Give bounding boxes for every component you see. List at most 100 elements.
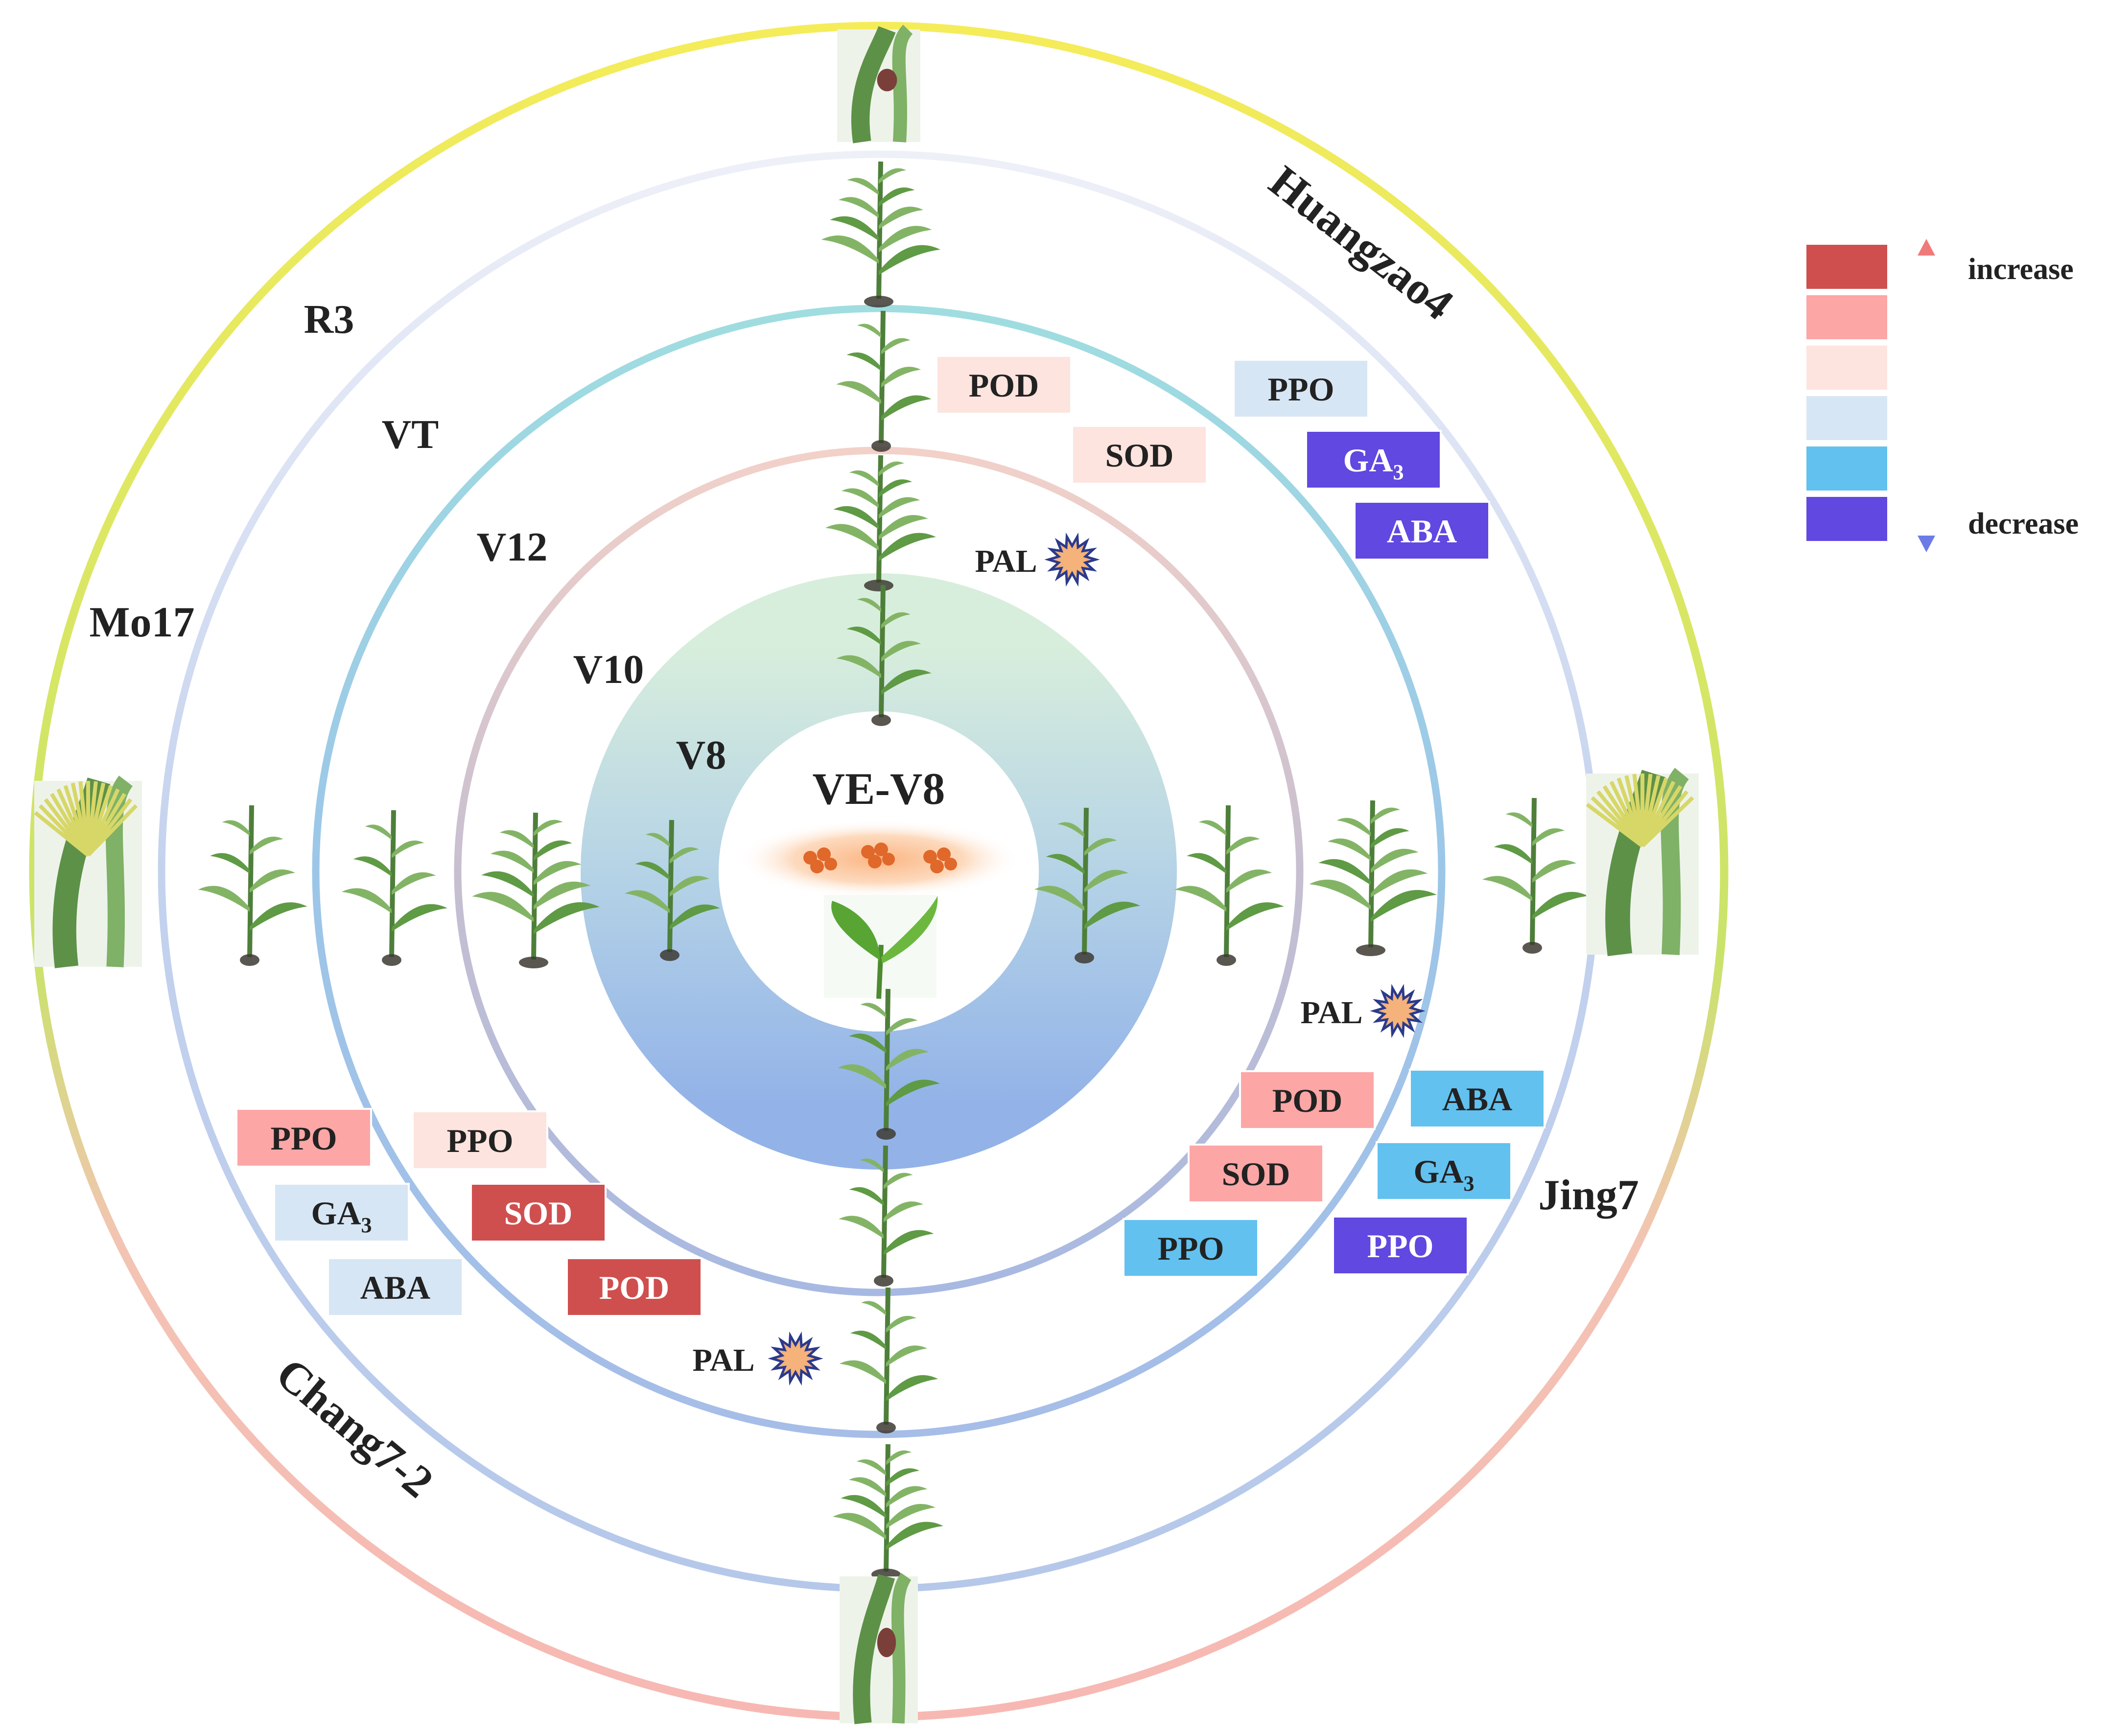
marker-label: SOD <box>1105 437 1174 474</box>
plant-top-v8 <box>836 585 932 726</box>
marker-box <box>1332 1216 1469 1275</box>
plant-illustrations <box>34 24 1699 1724</box>
legend-arrow-up-icon <box>1918 239 1935 256</box>
variety-label-mo17: Mo17 <box>89 599 194 646</box>
plant-top-vt <box>821 161 940 307</box>
marker-huang-pod: POD <box>936 355 1072 415</box>
marker-box <box>1305 430 1442 490</box>
marker-huang-aba: ABA <box>1354 501 1490 561</box>
legend-arrow-down-icon <box>1918 536 1935 552</box>
marker-box <box>936 355 1072 415</box>
ring-vt <box>312 305 1446 1438</box>
marker-huang-ga3: GA3 <box>1305 430 1442 490</box>
plant-bottom-v10 <box>839 1145 934 1287</box>
plant-right-r3-tassel <box>1586 768 1699 957</box>
marker-mo-ppo2: PPO <box>412 1110 548 1170</box>
stage-label-v10: V10 <box>573 647 644 692</box>
marker-label: PPO <box>1158 1230 1224 1267</box>
marker-box <box>412 1110 548 1170</box>
plant-right-v12 <box>1309 800 1437 956</box>
marker-box <box>1188 1144 1324 1203</box>
plant-top-v12 <box>836 310 932 452</box>
plant-right-v10 <box>1174 805 1284 966</box>
marker-jing-ppo2: PPO <box>1332 1216 1469 1275</box>
marker-label: SOD <box>504 1195 573 1232</box>
plant-left-r3-tassel <box>34 775 142 968</box>
stage-label-vt: VT <box>382 412 439 457</box>
marker-label: ABA <box>1387 513 1457 550</box>
marker-label: ABA <box>360 1269 431 1306</box>
stage-label-v12: V12 <box>477 524 548 570</box>
marker-box <box>273 1183 410 1243</box>
starburst-icon <box>1370 984 1426 1038</box>
starburst-icon <box>1044 532 1100 587</box>
marker-huang-ppo: PPO <box>1233 359 1369 419</box>
plant-left-vt <box>198 805 307 966</box>
pal-label-2: PAL <box>1300 995 1362 1031</box>
seedling-icon <box>831 896 938 999</box>
pal-label-3: PAL <box>692 1342 754 1378</box>
marker-mo-aba: ABA <box>327 1257 464 1317</box>
legend-swatch-2 <box>1806 346 1887 390</box>
marker-label: ABA <box>1442 1080 1513 1118</box>
marker-label: SOD <box>1222 1155 1290 1193</box>
pal-label-1: PAL <box>975 543 1037 579</box>
plant-bottom-r3-ear <box>840 1572 918 1724</box>
plant-right-v8 <box>1034 807 1140 963</box>
marker-label: PPO <box>447 1122 514 1159</box>
marker-box <box>1409 1069 1545 1128</box>
plant-right-vt <box>1482 798 1588 954</box>
legend-swatches <box>1806 245 1887 541</box>
center-seedling-group <box>737 820 1021 999</box>
legend-swatch-0 <box>1806 245 1887 289</box>
plant-bottom-vt <box>833 1444 943 1580</box>
stage-label-v8: V8 <box>676 732 726 778</box>
marker-huang-sod: SOD <box>1071 425 1208 485</box>
marker-jing-aba: ABA <box>1409 1069 1545 1128</box>
marker-jing-sod: SOD <box>1188 1144 1324 1203</box>
legend-swatch-5 <box>1806 497 1887 541</box>
marker-box <box>470 1183 607 1243</box>
legend-swatch-1 <box>1806 295 1887 339</box>
seed-cluster-right <box>923 847 957 873</box>
marker-box <box>235 1108 372 1168</box>
marker-box <box>1071 425 1208 485</box>
plant-top-v10 <box>825 455 936 591</box>
marker-mo-pod: POD <box>566 1257 702 1317</box>
variety-label-jing7: Jing7 <box>1538 1172 1639 1219</box>
marker-box <box>1376 1141 1512 1201</box>
marker-box <box>1354 501 1490 561</box>
plant-bottom-v8 <box>838 988 940 1140</box>
legend: increase decrease <box>1806 239 2079 552</box>
marker-jing-ga3: GA3 <box>1376 1141 1512 1201</box>
marker-label: POD <box>969 367 1039 404</box>
stage-label-r3: R3 <box>304 297 354 342</box>
marker-jing-pod: POD <box>1239 1070 1376 1130</box>
marker-box <box>1123 1218 1259 1278</box>
marker-mo-ga3: GA3 <box>273 1183 410 1243</box>
marker-mo-sod: SOD <box>470 1183 607 1243</box>
plant-left-v10 <box>472 812 600 968</box>
marker-label: PPO <box>1268 371 1334 408</box>
marker-box <box>1233 359 1369 419</box>
marker-boxes: PODSODPPOGA3ABAPODSODPPOABAGA3PPOPPOGA3A… <box>235 355 1545 1317</box>
marker-box <box>1239 1070 1376 1130</box>
legend-decrease-label: decrease <box>1968 507 2079 540</box>
starburst-icon <box>768 1331 823 1386</box>
plant-top-r3-ear <box>837 24 920 143</box>
legend-increase-label: increase <box>1968 253 2074 286</box>
stage-labels: R3 VT V12 V10 V8 <box>304 297 726 778</box>
pal-markers: PAL PAL PAL <box>692 532 1426 1386</box>
plant-left-v12 <box>341 810 447 966</box>
marker-box <box>566 1257 702 1317</box>
marker-label: PPO <box>1367 1227 1434 1265</box>
legend-swatch-4 <box>1806 446 1887 491</box>
plant-left-v8 <box>625 820 720 961</box>
marker-jing-ppo1: PPO <box>1123 1218 1259 1278</box>
marker-label: POD <box>599 1269 670 1306</box>
marker-mo-ppo1: PPO <box>235 1108 372 1168</box>
marker-label: POD <box>1272 1082 1343 1119</box>
seed-cluster-middle <box>861 843 895 868</box>
